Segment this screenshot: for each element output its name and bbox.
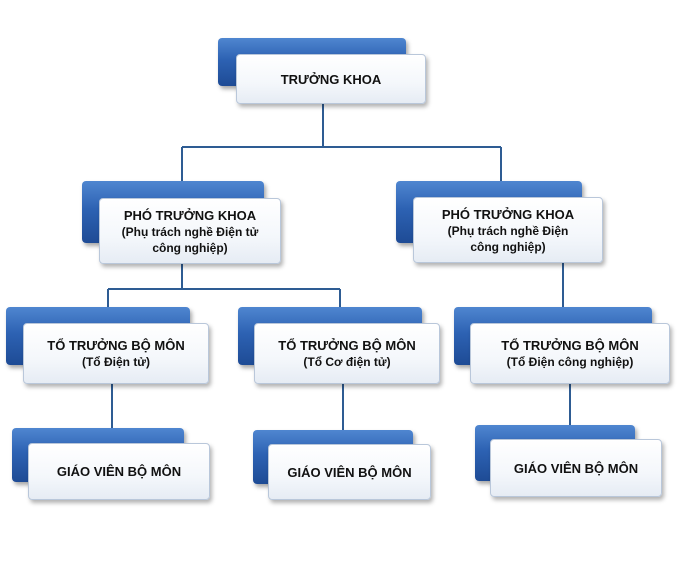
node-title: PHÓ TRƯỞNG KHOA — [441, 206, 575, 222]
node-title: GIÁO VIÊN BỘ MÔN — [56, 464, 182, 479]
node-title: PHÓ TRƯỞNG KHOA — [123, 207, 257, 223]
node-teachers-mechatronics: GIÁO VIÊN BỘ MÔN — [253, 430, 433, 502]
node-dean: TRƯỞNG KHOA — [218, 38, 428, 106]
node-subtitle: (Tổ Cơ điện tử) — [303, 355, 391, 369]
node-head-electronics: TỔ TRƯỞNG BỘ MÔN (Tổ Điện tử) — [6, 307, 210, 386]
node-title: TRƯỞNG KHOA — [280, 71, 382, 87]
node-subtitle: (Tổ Điện công nghiệp) — [506, 355, 634, 369]
node-title: GIÁO VIÊN BỘ MÔN — [287, 464, 412, 480]
node-subtitle: công nghiệp) — [152, 240, 228, 255]
node-teachers-electronics: GIÁO VIÊN BỘ MÔN — [12, 428, 212, 502]
node-title: GIÁO VIÊN BỘ MÔN — [513, 460, 639, 476]
node-subtitle: công nghiệp) — [470, 239, 546, 254]
node-teachers-industrial-electrical: GIÁO VIÊN BỘ MÔN — [475, 425, 665, 499]
node-title: TỔ TRƯỞNG BỘ MÔN — [47, 338, 185, 353]
node-head-mechatronics: TỔ TRƯỞNG BỘ MÔN (Tổ Cơ điện tử) — [238, 307, 442, 386]
node-subtitle: (Phụ trách nghề Điện — [447, 223, 569, 238]
node-vice-dean-industrial-electrical: PHÓ TRƯỞNG KHOA (Phụ trách nghề Điện côn… — [396, 181, 606, 265]
node-title: TỔ TRƯỞNG BỘ MÔN — [501, 338, 639, 353]
node-vice-dean-electronics: PHÓ TRƯỞNG KHOA (Phụ trách nghề Điện tử … — [82, 181, 282, 265]
node-head-industrial-electrical: TỔ TRƯỞNG BỘ MÔN (Tổ Điện công nghiệp) — [454, 307, 672, 386]
node-subtitle: (Phụ trách nghề Điện tử — [121, 224, 259, 239]
node-title: TỔ TRƯỞNG BỘ MÔN — [278, 338, 416, 353]
node-subtitle: (Tổ Điện tử) — [81, 355, 150, 369]
